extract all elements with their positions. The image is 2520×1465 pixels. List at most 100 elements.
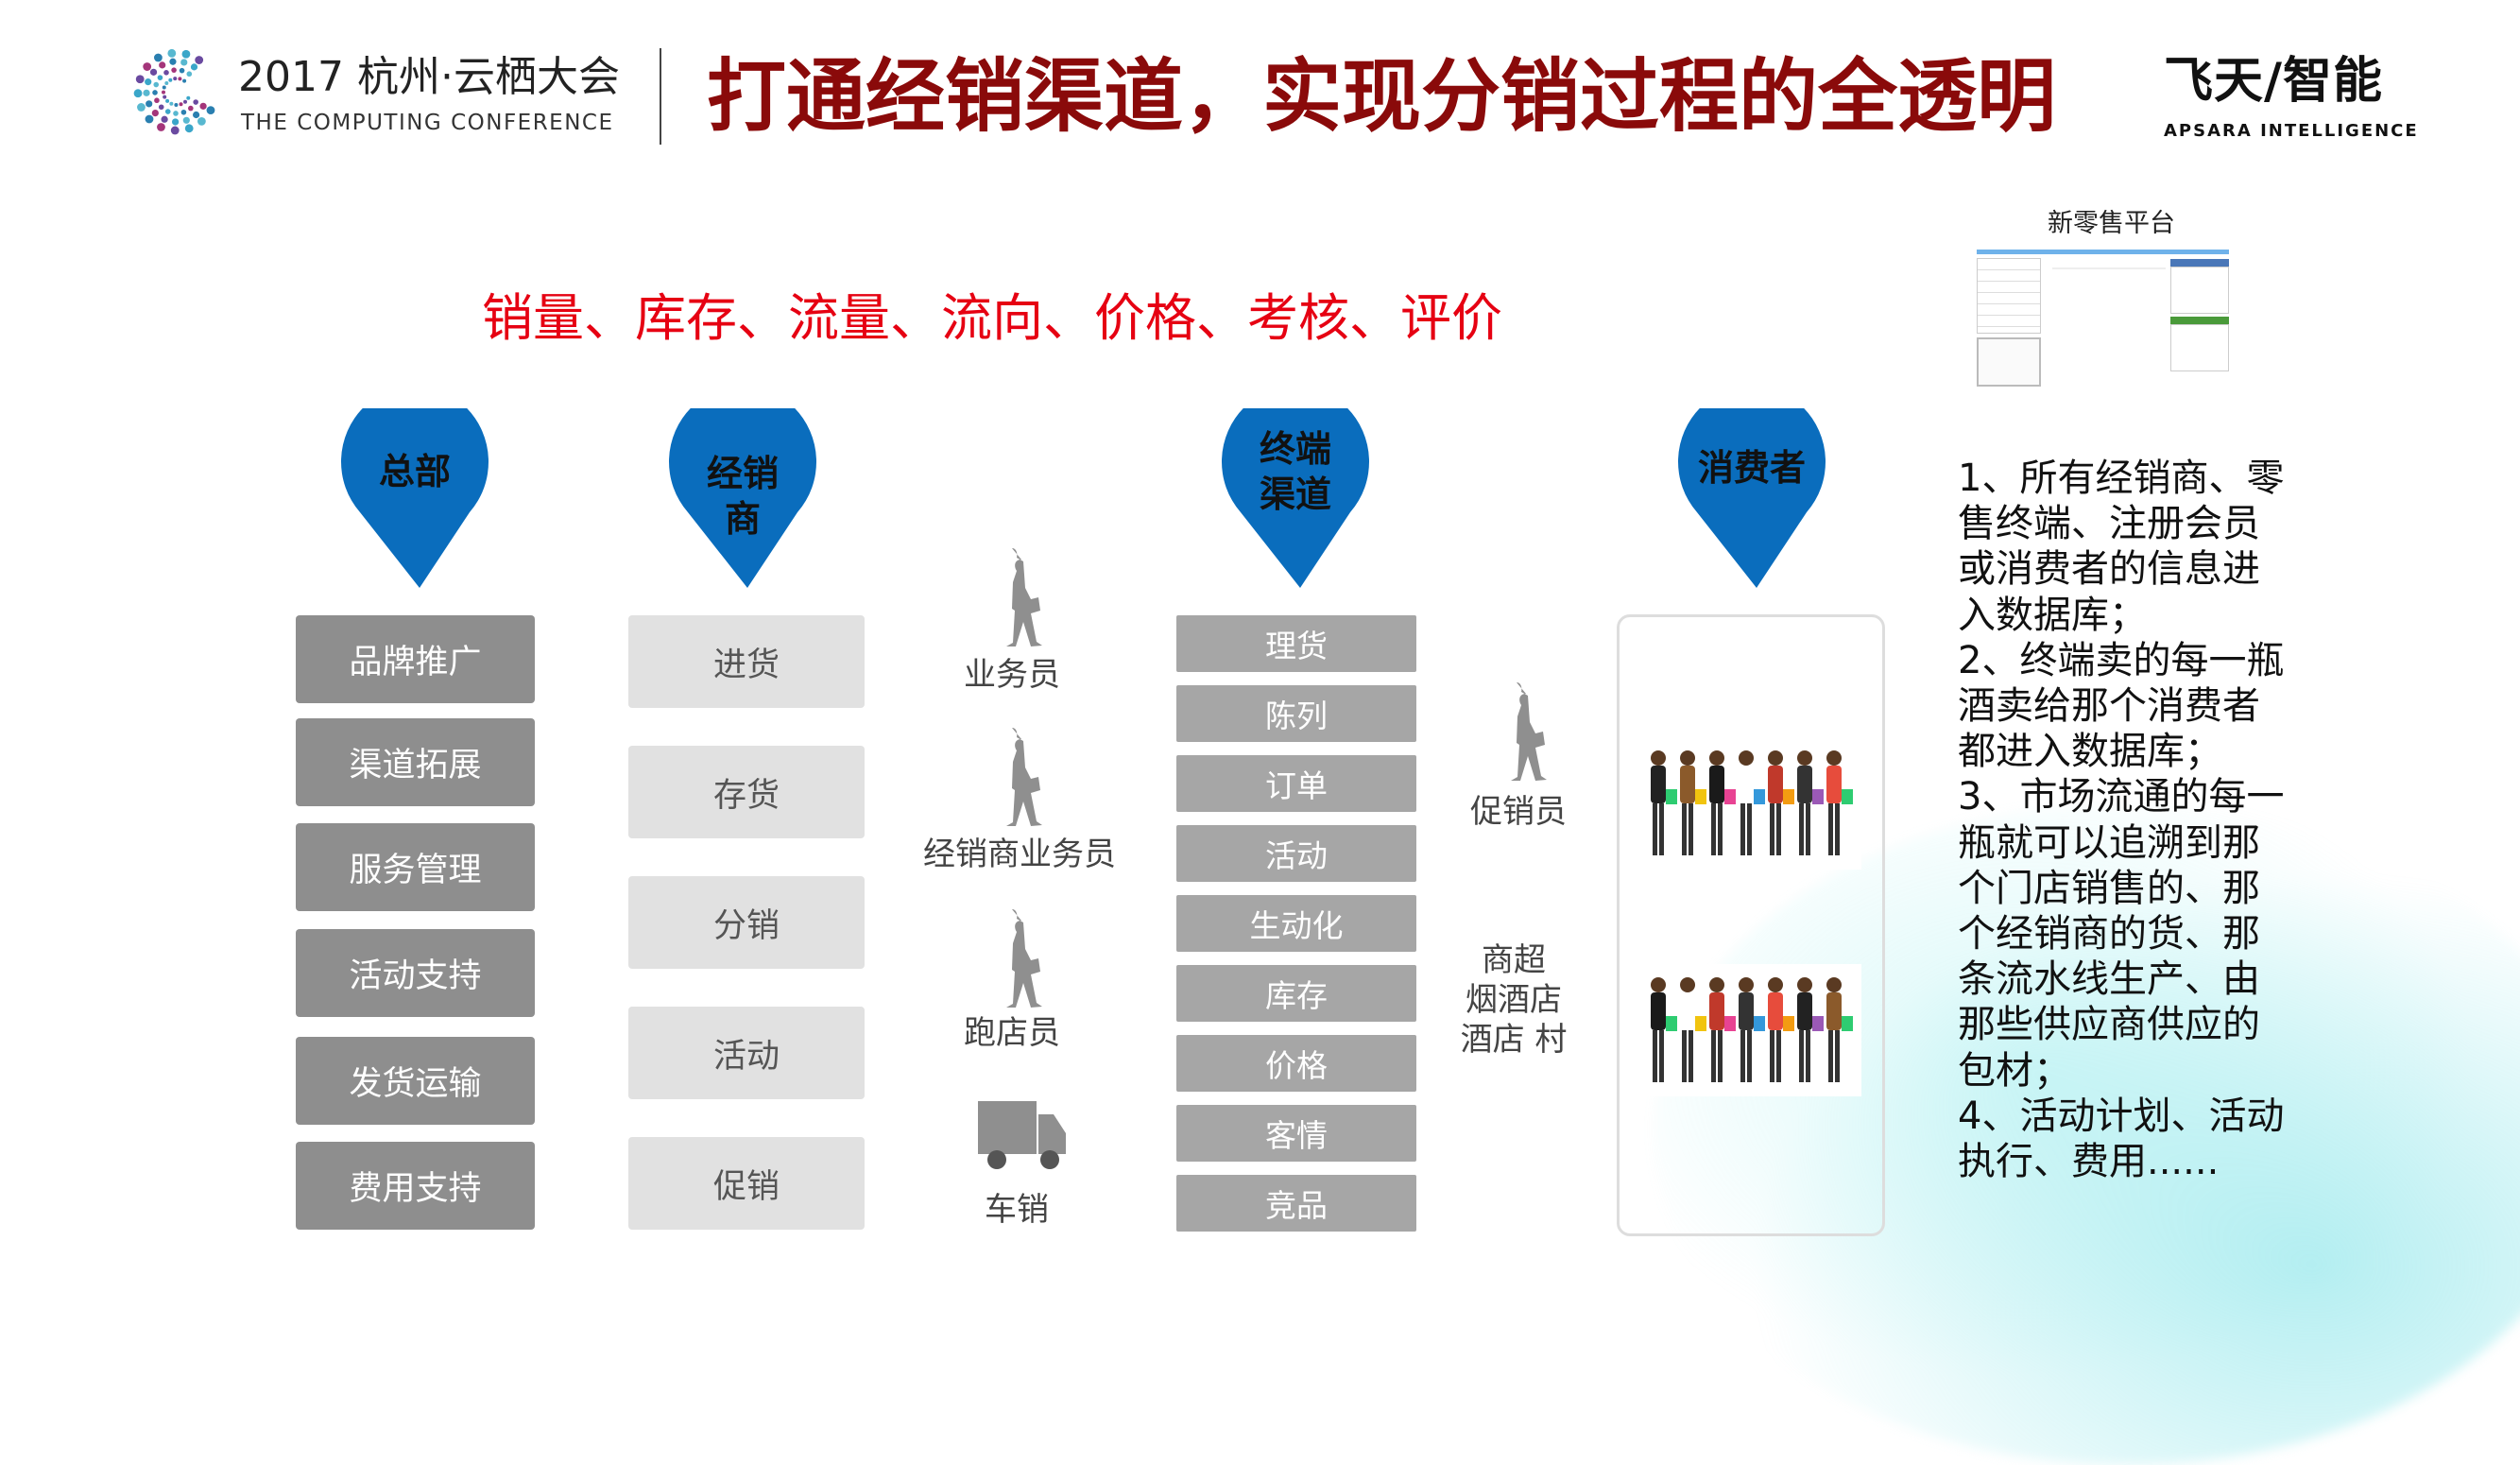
logo-dot [162, 85, 166, 90]
logo-dot [206, 106, 215, 115]
walking-person-icon [1006, 909, 1042, 1008]
logo-dot [137, 103, 146, 112]
shopper-figure [1709, 977, 1736, 1082]
dealer-item: 分销 [628, 876, 865, 969]
logo-dot [180, 59, 188, 66]
shopper-figure [1651, 750, 1677, 855]
note-line: 个门店销售的、那 [1958, 866, 2260, 910]
outlet-types: 商超 烟酒店 酒店 村 [1461, 940, 1568, 1060]
pin-hq: 总部 [339, 408, 490, 588]
logo-dot [165, 98, 170, 103]
role-label: 车销 [985, 1191, 1049, 1229]
header-divider [660, 48, 661, 145]
logo-dot [149, 68, 158, 76]
logo-dot [154, 53, 163, 62]
outlet-label: 烟酒店 [1466, 981, 1562, 1019]
terminal-item: 理货 [1176, 615, 1416, 672]
conference-subtitle: THE COMPUTING CONFERENCE [241, 111, 614, 135]
dealer-item: 存货 [628, 746, 865, 838]
logo-dot [157, 75, 163, 80]
hq-item: 发货运输 [296, 1037, 535, 1125]
metrics-subtitle: 销量、库存、流量、流向、价格、考核、评价 [482, 288, 1502, 348]
note-line: 都进入数据库； [1958, 730, 2222, 774]
walking-person-icon [1006, 728, 1042, 826]
outlet-label: 商超 [1482, 941, 1546, 979]
hq-item: 服务管理 [296, 823, 535, 911]
brand-subtitle: APSARA INTELLIGENCE [2164, 121, 2419, 141]
logo-dot [151, 110, 159, 117]
shopper-figure [1739, 750, 1765, 855]
terminal-item: 订单 [1176, 755, 1416, 812]
pin-label: 消费者 [1697, 447, 1806, 489]
shopper-figure [1709, 750, 1736, 855]
logo-dot [186, 71, 193, 78]
dealer-item: 促销 [628, 1137, 865, 1230]
terminal-item: 陈列 [1176, 685, 1416, 742]
pin-label: 经销 [706, 453, 779, 494]
logo-dot [192, 111, 200, 119]
platform-title: 新零售平台 [2048, 209, 2175, 238]
logo-dot [145, 78, 152, 86]
pin-terminal: 终端 渠道 [1220, 408, 1371, 588]
pin-label: 终端 [1259, 428, 1331, 470]
logo-dot [135, 75, 145, 84]
dealer-item: 进货 [628, 615, 865, 708]
logo-dot [170, 126, 180, 135]
logo-dot [195, 56, 204, 64]
logo-dot [146, 100, 153, 108]
note-line: 个经销商的货、那 [1958, 912, 2260, 957]
terminal-item: 竞品 [1176, 1175, 1416, 1232]
logo-dot [169, 58, 177, 65]
truck-icon [978, 1101, 1066, 1169]
logo-dot [193, 99, 198, 105]
logo-dot [143, 62, 152, 71]
logo-dot [197, 116, 206, 126]
logo-dot [159, 61, 166, 69]
note-line: 或消费者的信息进 [1958, 547, 2260, 592]
terminal-item: 价格 [1176, 1035, 1416, 1092]
role-label: 业务员 [964, 656, 1060, 694]
terminal-item: 活动 [1176, 825, 1416, 882]
terminal-item: 客情 [1176, 1105, 1416, 1162]
note-line: 包材； [1958, 1048, 2071, 1093]
logo-dot [174, 102, 179, 107]
logo-dot [152, 90, 158, 95]
logo-dot [171, 67, 177, 73]
note-line: 售终端、注册会员 [1958, 502, 2260, 546]
terminal-item: 库存 [1176, 965, 1416, 1022]
brand-logo: 飞天/智能 [2164, 53, 2383, 110]
map-pin-icon [1222, 408, 1369, 588]
logo-dot [157, 123, 165, 131]
hq-item: 品牌推广 [296, 615, 535, 703]
walking-person-icon [1006, 548, 1042, 646]
note-line: 4、活动计划、活动 [1958, 1094, 2285, 1138]
logo-dot [182, 116, 190, 124]
logo-dot [173, 111, 179, 116]
hq-item: 活动支持 [296, 929, 535, 1017]
outlet-label: 酒店 村 [1460, 1021, 1568, 1059]
notes-text: 1、所有经销商、零售终端、注册会员或消费者的信息进入数据库；2、终端卖的每一瓶酒… [1958, 456, 2284, 1184]
note-line: 入数据库； [1958, 593, 2147, 637]
platform-screenshot [1977, 250, 2229, 389]
logo-dot [199, 102, 207, 110]
note-line: 执行、费用...... [1958, 1140, 2220, 1184]
shopper-figure [1797, 750, 1824, 855]
shopper-figure [1768, 977, 1794, 1082]
logo-dot [164, 80, 169, 85]
logo-dot [153, 81, 160, 88]
promoter-label: 促销员 [1470, 793, 1567, 831]
shopper-figure [1768, 750, 1794, 855]
map-pin-icon [341, 408, 489, 588]
logo-dot [169, 101, 174, 106]
shopper-figure [1739, 977, 1765, 1082]
logo-dot [190, 63, 198, 71]
logo-dot [145, 114, 154, 124]
conference-title: 2017 杭州·云栖大会 [238, 53, 620, 101]
hq-item: 费用支持 [296, 1142, 535, 1230]
hq-item: 渠道拓展 [296, 718, 535, 806]
dealer-item: 活动 [628, 1007, 865, 1099]
slide-title: 打通经销渠道，实现分销过程的全透明 [707, 50, 2057, 143]
logo-dot [163, 95, 167, 99]
logo-dot [186, 95, 191, 100]
logo-dot [154, 97, 160, 104]
